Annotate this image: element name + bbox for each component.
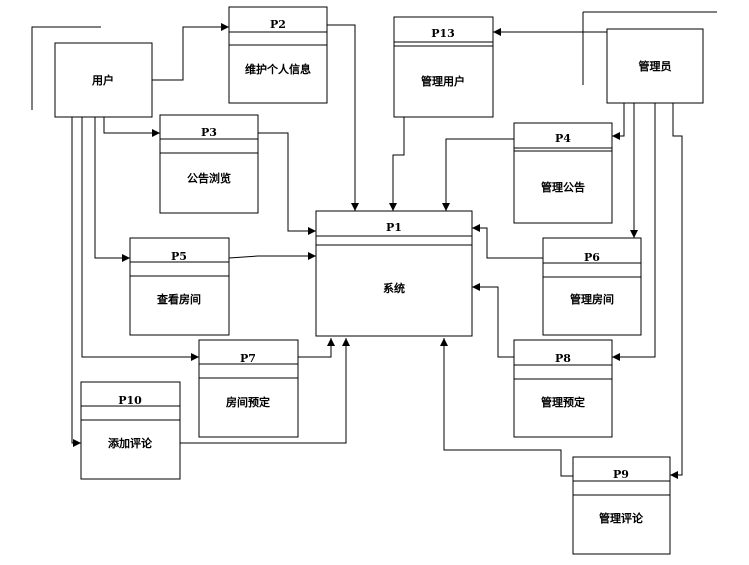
process-p4[interactable]: P4 管理公告 [513, 122, 613, 224]
process-p13[interactable]: P13 管理用户 [393, 16, 494, 118]
edge-admin-p9 [670, 103, 683, 479]
process-p8-label: 管理预定 [541, 395, 585, 409]
process-p7-id: P7 [240, 352, 256, 365]
process-p8[interactable]: P8 管理预定 [513, 339, 613, 438]
process-p1[interactable]: P1 系统 [315, 210, 473, 337]
edges [71, 23, 683, 479]
edge-user-p7 [81, 117, 199, 361]
process-p6-label: 管理房间 [570, 292, 614, 306]
process-p9-label: 管理评论 [599, 511, 644, 525]
process-p5-id: P5 [171, 250, 187, 263]
process-p13-id: P13 [431, 27, 455, 40]
entity-admin[interactable]: 管理员 [606, 28, 704, 104]
entity-shadow-lines [31, 11, 717, 110]
process-p10-id: P10 [118, 394, 142, 407]
process-p3[interactable]: P3 公告浏览 [159, 114, 259, 214]
process-p1-id: P1 [386, 221, 402, 234]
process-p2-id: P2 [270, 18, 286, 31]
edge-admin-p8 [612, 103, 656, 361]
edge-user-p3 [103, 117, 160, 137]
process-p7[interactable]: P7 房间预定 [198, 339, 299, 438]
process-p9-id: P9 [613, 468, 629, 481]
process-p10-label: 添加评论 [108, 436, 153, 450]
process-p2[interactable]: P2 维护个人信息 [228, 6, 328, 104]
entity-admin-label: 管理员 [639, 59, 672, 73]
edge-p9-p1 [440, 338, 573, 477]
process-p3-label: 公告浏览 [187, 171, 231, 185]
process-p4-id: P4 [555, 132, 571, 145]
process-p9[interactable]: P9 管理评论 [572, 456, 671, 555]
process-p8-id: P8 [555, 352, 571, 365]
edge-p13-p1 [389, 117, 405, 211]
process-p13-label: 管理用户 [421, 74, 465, 88]
edge-admin-p4 [612, 103, 625, 140]
edge-user-p2 [152, 23, 229, 81]
edge-user-p5 [94, 117, 130, 262]
process-p4-label: 管理公告 [541, 180, 585, 194]
edge-p4-p1 [442, 138, 514, 211]
edge-p2-p1 [327, 24, 359, 211]
process-p6-id: P6 [584, 251, 600, 264]
process-p1-label: 系统 [383, 281, 405, 295]
edge-p7-p1 [298, 338, 335, 358]
edge-p10-p1 [180, 338, 350, 444]
process-p2-label: 维护个人信息 [245, 62, 311, 76]
process-p3-id: P3 [201, 126, 217, 139]
process-p5[interactable]: P5 查看房间 [129, 237, 230, 336]
edge-p5-p1 [228, 252, 316, 260]
process-p7-label: 房间预定 [226, 395, 270, 409]
edge-p6-p1 [472, 224, 543, 259]
edge-p8-p1 [472, 283, 514, 358]
process-p6[interactable]: P6 管理房间 [542, 237, 642, 336]
process-p10[interactable]: P10 添加评论 [80, 381, 181, 480]
entity-user-label: 用户 [92, 73, 114, 87]
process-p5-label: 查看房间 [157, 292, 201, 306]
edge-p3-p1 [258, 132, 316, 235]
entity-user[interactable]: 用户 [54, 42, 153, 118]
edge-user-p10 [71, 117, 81, 447]
